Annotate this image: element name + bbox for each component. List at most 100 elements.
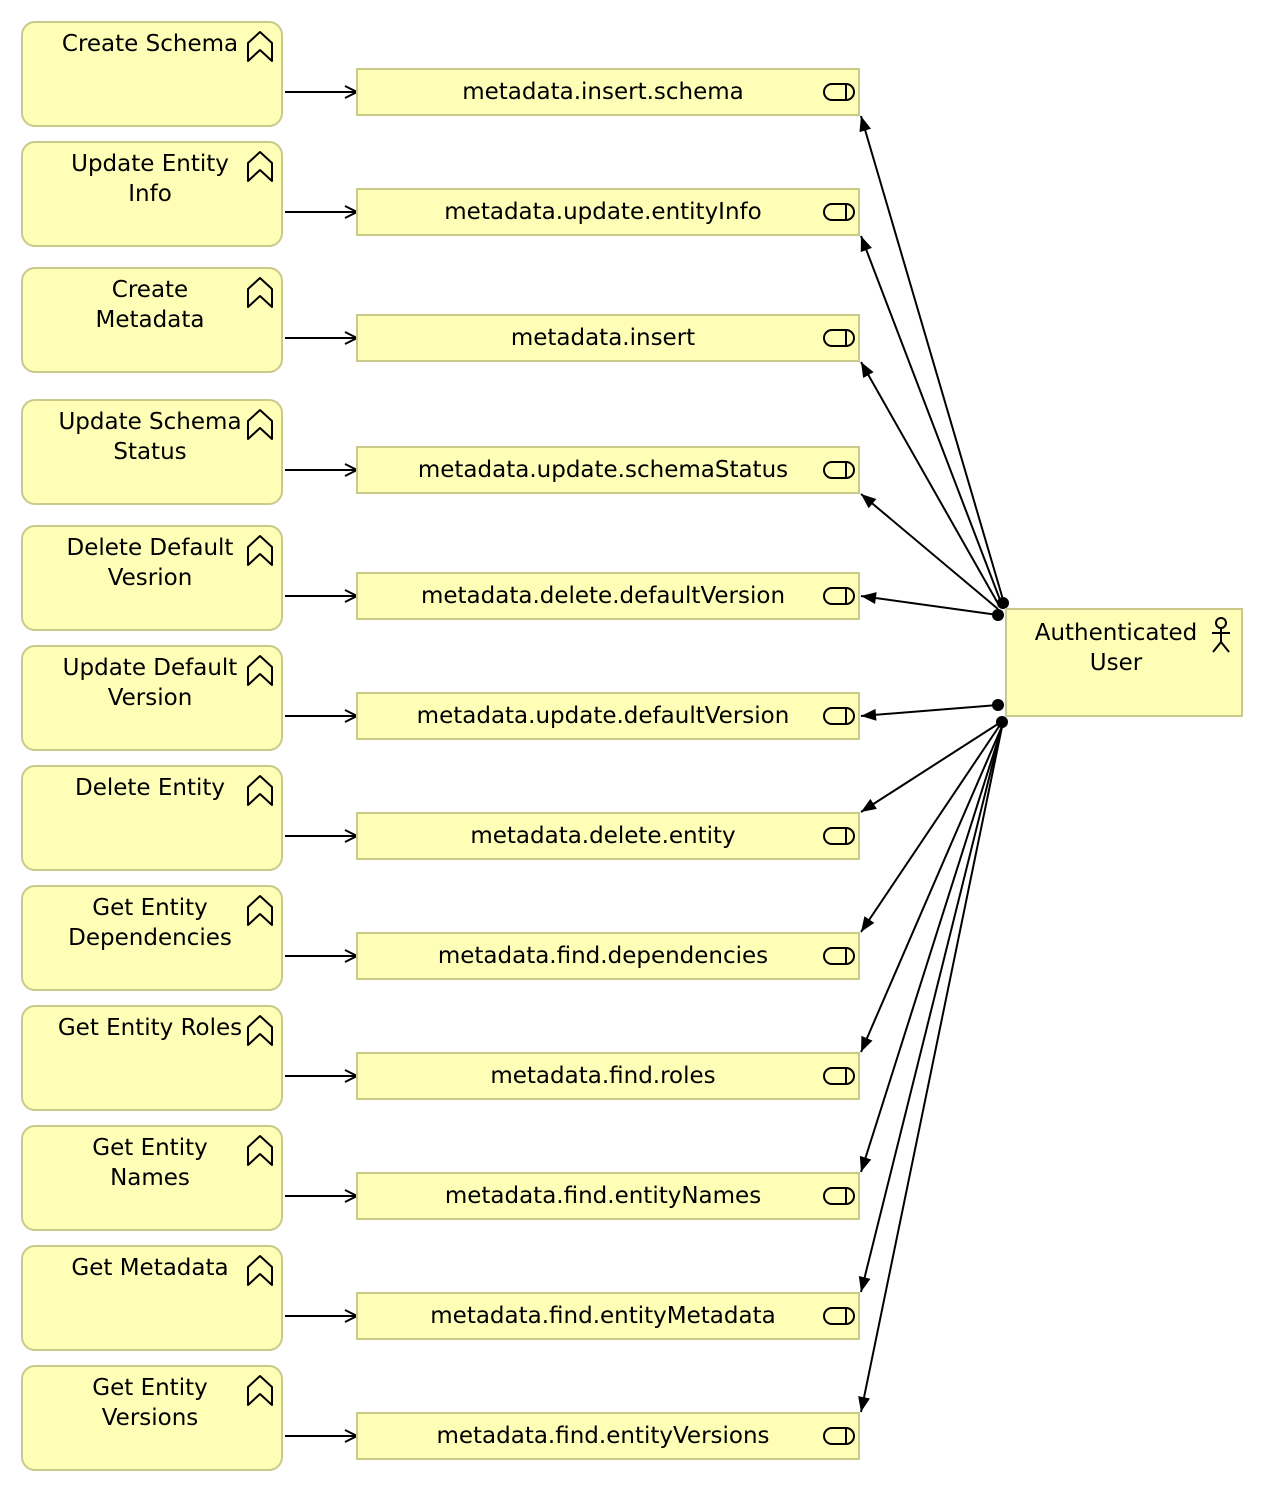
business-function-icon (247, 1135, 273, 1166)
service-icon (823, 1187, 855, 1205)
service-metadata-update-schemastatus[interactable]: metadata.update.schemaStatus (356, 446, 860, 494)
service-label: metadata.find.entityNames (444, 1183, 762, 1209)
service-label: metadata.find.roles (490, 1063, 716, 1089)
service-metadata-insert-schema[interactable]: metadata.insert.schema (356, 68, 860, 116)
service-metadata-update-entityinfo[interactable]: metadata.update.entityInfo (356, 188, 860, 236)
service-label: metadata.delete.defaultVersion (420, 583, 786, 609)
actor-to-service-connection[interactable] (860, 721, 1003, 933)
actor-to-service-connection[interactable] (860, 723, 1004, 1173)
service-icon (823, 1067, 855, 1085)
filled-arrowhead (858, 1275, 871, 1292)
business-function-icon (247, 151, 273, 182)
actor-to-service-connection[interactable] (860, 595, 999, 616)
business-function-icon (247, 277, 273, 308)
function-label: Update Default Version (62, 655, 238, 711)
filled-arrowhead (861, 592, 877, 605)
filled-arrowhead (859, 1155, 872, 1172)
function-get-entity-names[interactable]: Get Entity Names (21, 1125, 283, 1231)
business-function-icon (247, 775, 273, 806)
actor-to-service-connection[interactable] (860, 721, 1002, 813)
function-create-schema[interactable]: Create Schema (21, 21, 283, 127)
service-label: metadata.update.entityInfo (444, 199, 762, 225)
function-label: Update Entity Info (71, 151, 229, 207)
function-label: Get Metadata (71, 1255, 229, 1281)
service-label: metadata.find.entityMetadata (430, 1303, 776, 1329)
function-get-entity-dependencies[interactable]: Get Entity Dependencies (21, 885, 283, 991)
service-metadata-find-entityversions[interactable]: metadata.find.entityVersions (356, 1412, 860, 1460)
business-function-icon (247, 31, 273, 62)
service-metadata-find-entitymetadata[interactable]: metadata.find.entityMetadata (356, 1292, 860, 1340)
function-label: Create Metadata (95, 277, 205, 333)
function-get-metadata[interactable]: Get Metadata (21, 1245, 283, 1351)
business-function-icon (247, 1255, 273, 1286)
business-function-icon (247, 895, 273, 926)
function-get-entity-versions[interactable]: Get Entity Versions (21, 1365, 283, 1471)
actor-to-service-connection[interactable] (860, 361, 1001, 608)
function-label: Get Entity Names (92, 1135, 208, 1191)
function-delete-default-version[interactable]: Delete Default Vesrion (21, 525, 283, 631)
connection-junction-dot (992, 699, 1004, 711)
actor-to-service-connection[interactable] (860, 115, 1005, 604)
function-get-entity-roles[interactable]: Get Entity Roles (21, 1005, 283, 1111)
service-metadata-insert[interactable]: metadata.insert (356, 314, 860, 362)
filled-arrowhead (861, 362, 874, 379)
actor-to-service-connection[interactable] (860, 721, 1004, 1413)
connection-junction-dot (992, 609, 1004, 621)
service-label: metadata.find.entityVersions (436, 1423, 770, 1449)
service-metadata-find-roles[interactable]: metadata.find.roles (356, 1052, 860, 1100)
actor-icon (1212, 617, 1230, 653)
service-metadata-update-defaultversion[interactable]: metadata.update.defaultVersion (356, 692, 860, 740)
business-function-icon (247, 1015, 273, 1046)
filled-arrowhead (858, 1396, 870, 1412)
service-icon (823, 587, 855, 605)
function-create-metadata[interactable]: Create Metadata (21, 267, 283, 373)
business-function-icon (247, 409, 273, 440)
service-metadata-find-dependencies[interactable]: metadata.find.dependencies (356, 932, 860, 980)
service-icon (823, 707, 855, 725)
service-icon (823, 329, 855, 347)
business-function-icon (247, 1375, 273, 1406)
service-label: metadata.insert.schema (462, 79, 744, 105)
service-metadata-delete-entity[interactable]: metadata.delete.entity (356, 812, 860, 860)
service-icon (823, 83, 855, 101)
service-icon (823, 827, 855, 845)
filled-arrowhead (861, 708, 877, 721)
function-label: Get Entity Roles (57, 1015, 243, 1041)
actor-to-service-connection[interactable] (860, 493, 999, 610)
service-icon (823, 203, 855, 221)
actor-to-service-connection[interactable] (860, 721, 1004, 1293)
service-label: metadata.update.schemaStatus (417, 457, 789, 483)
service-label: metadata.update.defaultVersion (416, 703, 790, 729)
actor-to-service-connection[interactable] (860, 723, 1004, 1053)
filled-arrowhead (861, 1035, 873, 1052)
business-function-icon (247, 655, 273, 686)
filled-arrowhead (860, 236, 872, 253)
business-function-icon (247, 535, 273, 566)
service-metadata-delete-defaultversion[interactable]: metadata.delete.defaultVersion (356, 572, 860, 620)
function-update-entity-info[interactable]: Update Entity Info (21, 141, 283, 247)
actor-to-service-connection[interactable] (860, 704, 999, 717)
service-label: metadata.insert (510, 325, 696, 351)
filled-arrowhead (861, 916, 875, 932)
function-label: Get Entity Dependencies (68, 895, 232, 951)
connection-junction-dot (997, 597, 1009, 609)
function-label: Update Schema Status (58, 409, 242, 465)
function-label: Get Entity Versions (92, 1375, 208, 1431)
service-icon (823, 1427, 855, 1445)
service-label: metadata.delete.entity (470, 823, 736, 849)
service-icon (823, 1307, 855, 1325)
function-update-schema-status[interactable]: Update Schema Status (21, 399, 283, 505)
service-icon (823, 947, 855, 965)
filled-arrowhead (859, 116, 871, 133)
service-metadata-find-entitynames[interactable]: metadata.find.entityNames (356, 1172, 860, 1220)
function-delete-entity[interactable]: Delete Entity (21, 765, 283, 871)
actor-authenticated-user[interactable]: Authenticated User (1005, 608, 1243, 717)
filled-arrowhead (861, 798, 877, 812)
function-update-default-version[interactable]: Update Default Version (21, 645, 283, 751)
actor-label: Authenticated User (1034, 620, 1198, 676)
service-icon (823, 461, 855, 479)
function-label: Delete Entity (74, 775, 226, 801)
actor-to-service-connection[interactable] (860, 235, 1003, 606)
